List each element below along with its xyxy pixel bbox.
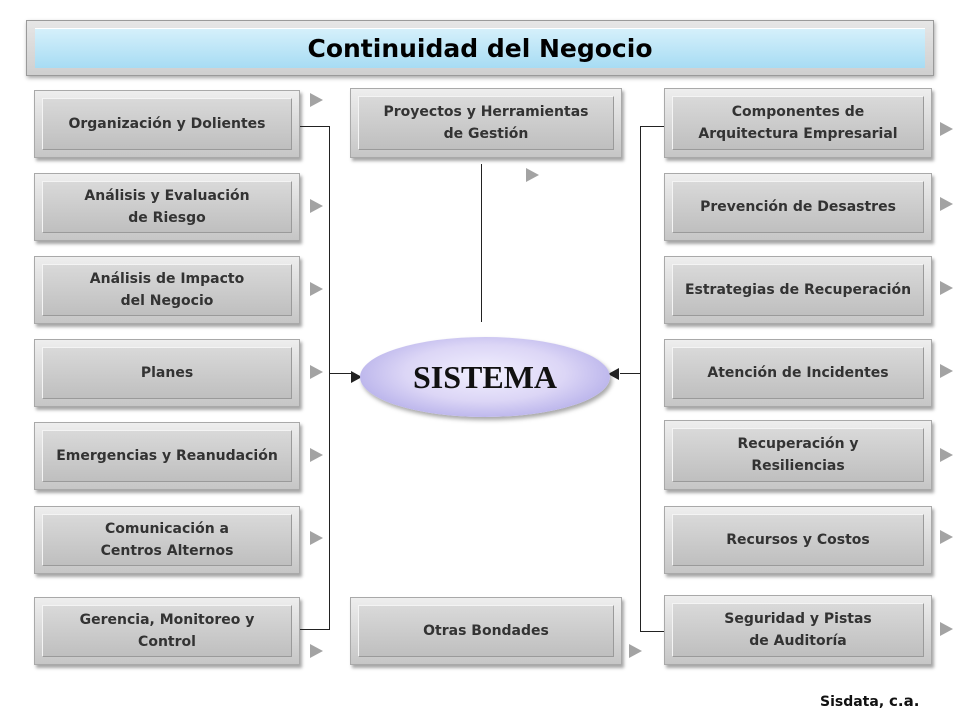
right-box-componentes: Componentes de Arquitectura Empresarial [664, 88, 932, 158]
right-triangle-arrow-icon [940, 122, 953, 136]
page-title: Continuidad del Negocio [307, 34, 653, 63]
left-box-face: Gerencia, Monitoreo y Control [42, 605, 292, 657]
left-box-label: Planes [140, 365, 194, 381]
right-box-seguridad: Seguridad y Pistas de Auditoría [664, 595, 932, 665]
right-triangle-arrow-icon [940, 448, 953, 462]
left-box-label: Gerencia, Monitoreo y Control [79, 612, 255, 650]
left-box-face: Organización y Dolientes [42, 98, 292, 150]
right-box-recursos: Recursos y Costos [664, 506, 932, 574]
right-triangle-arrow-icon [310, 199, 323, 213]
right-triangle-arrow-icon [629, 644, 642, 658]
left-box-face: Análisis de Impacto del Negocio [42, 264, 292, 316]
right-box-incidentes: Atención de Incidentes [664, 339, 932, 407]
left-box-face: Planes [42, 347, 292, 399]
right-triangle-arrow-icon [310, 531, 323, 545]
title-banner-inner: Continuidad del Negocio [35, 28, 925, 68]
left-box-planes: Planes [34, 339, 300, 407]
right-box-label: Atención de Incidentes [707, 365, 889, 381]
right-box-face: Componentes de Arquitectura Empresarial [672, 96, 924, 150]
left-box-label: Organización y Dolientes [68, 116, 266, 132]
right-arrowhead-icon [608, 368, 619, 380]
right-triangle-arrow-icon [940, 197, 953, 211]
title-banner: Continuidad del Negocio [26, 20, 934, 76]
left-arrowhead-icon [351, 371, 362, 383]
right-triangle-arrow-icon [940, 364, 953, 378]
right-box-face: Seguridad y Pistas de Auditoría [672, 603, 924, 657]
left-box-organizacion: Organización y Dolientes [34, 90, 300, 158]
right-box-label: Componentes de Arquitectura Empresarial [698, 104, 898, 142]
left-box-label: Comunicación a Centros Alternos [100, 521, 234, 559]
right-box-prevencion: Prevención de Desastres [664, 173, 932, 241]
left-box-face: Análisis y Evaluación de Riesgo [42, 181, 292, 233]
right-triangle-arrow-icon [310, 282, 323, 296]
left-box-impacto-negocio: Análisis de Impacto del Negocio [34, 256, 300, 324]
left-box-face: Emergencias y Reanudación [42, 430, 292, 482]
right-box-label: Estrategias de Recuperación [684, 282, 912, 298]
left-box-label: Análisis de Impacto del Negocio [89, 271, 245, 309]
right-to-sistema-line [620, 373, 641, 374]
bottom-center-label: Otras Bondades [423, 623, 549, 639]
right-triangle-arrow-icon [940, 281, 953, 295]
bottom-center-box-face: Otras Bondades [358, 605, 614, 657]
right-triangle-arrow-icon [526, 168, 539, 182]
right-triangle-arrow-icon [940, 530, 953, 544]
sistema-ellipse: SISTEMA [360, 337, 610, 417]
bottom-center-box: Otras Bondades [350, 597, 622, 665]
left-box-face: Comunicación a Centros Alternos [42, 514, 292, 566]
top-center-label: Proyectos y Herramientas de Gestión [383, 104, 589, 142]
company-name: Sisdata, [820, 694, 890, 710]
right-box-label: Recursos y Costos [726, 532, 870, 548]
left-box-gerencia: Gerencia, Monitoreo y Control [34, 597, 300, 665]
right-box-recuperacion: Recuperación y Resiliencias [664, 420, 932, 490]
right-bracket-line [640, 126, 641, 632]
right-triangle-arrow-icon [310, 365, 323, 379]
left-box-comunicacion: Comunicación a Centros Alternos [34, 506, 300, 574]
sistema-label: SISTEMA [412, 358, 558, 395]
left-box-label: Análisis y Evaluación de Riesgo [84, 188, 250, 226]
left-box-analisis-riesgo: Análisis y Evaluación de Riesgo [34, 173, 300, 241]
company-credit: Sisdata, c.a. [820, 692, 919, 710]
left-box-emergencias: Emergencias y Reanudación [34, 422, 300, 490]
left-bottom-stub [300, 629, 330, 630]
top-center-box: Proyectos y Herramientas de Gestión [350, 88, 622, 158]
right-box-label: Seguridad y Pistas de Auditoría [724, 611, 872, 649]
right-box-face: Estrategias de Recuperación [672, 264, 924, 316]
right-box-label: Recuperación y Resiliencias [737, 436, 859, 474]
right-triangle-arrow-icon [310, 448, 323, 462]
left-top-stub [300, 126, 330, 127]
right-box-estrategias: Estrategias de Recuperación [664, 256, 932, 324]
right-triangle-arrow-icon [310, 644, 323, 658]
right-triangle-arrow-icon [310, 93, 323, 107]
right-triangle-arrow-icon [940, 622, 953, 636]
right-top-stub [640, 126, 664, 127]
right-box-face: Recuperación y Resiliencias [672, 428, 924, 482]
right-box-face: Recursos y Costos [672, 514, 924, 566]
right-box-face: Prevención de Desastres [672, 181, 924, 233]
left-bracket-line [329, 126, 330, 630]
right-bottom-stub [640, 631, 664, 632]
right-box-face: Atención de Incidentes [672, 347, 924, 399]
left-to-sistema-line [330, 373, 354, 374]
company-suffix: c.a. [889, 692, 920, 710]
top-center-box-face: Proyectos y Herramientas de Gestión [358, 96, 614, 150]
top-center-line [481, 164, 482, 322]
left-box-label: Emergencias y Reanudación [56, 448, 278, 464]
right-box-label: Prevención de Desastres [700, 199, 896, 215]
